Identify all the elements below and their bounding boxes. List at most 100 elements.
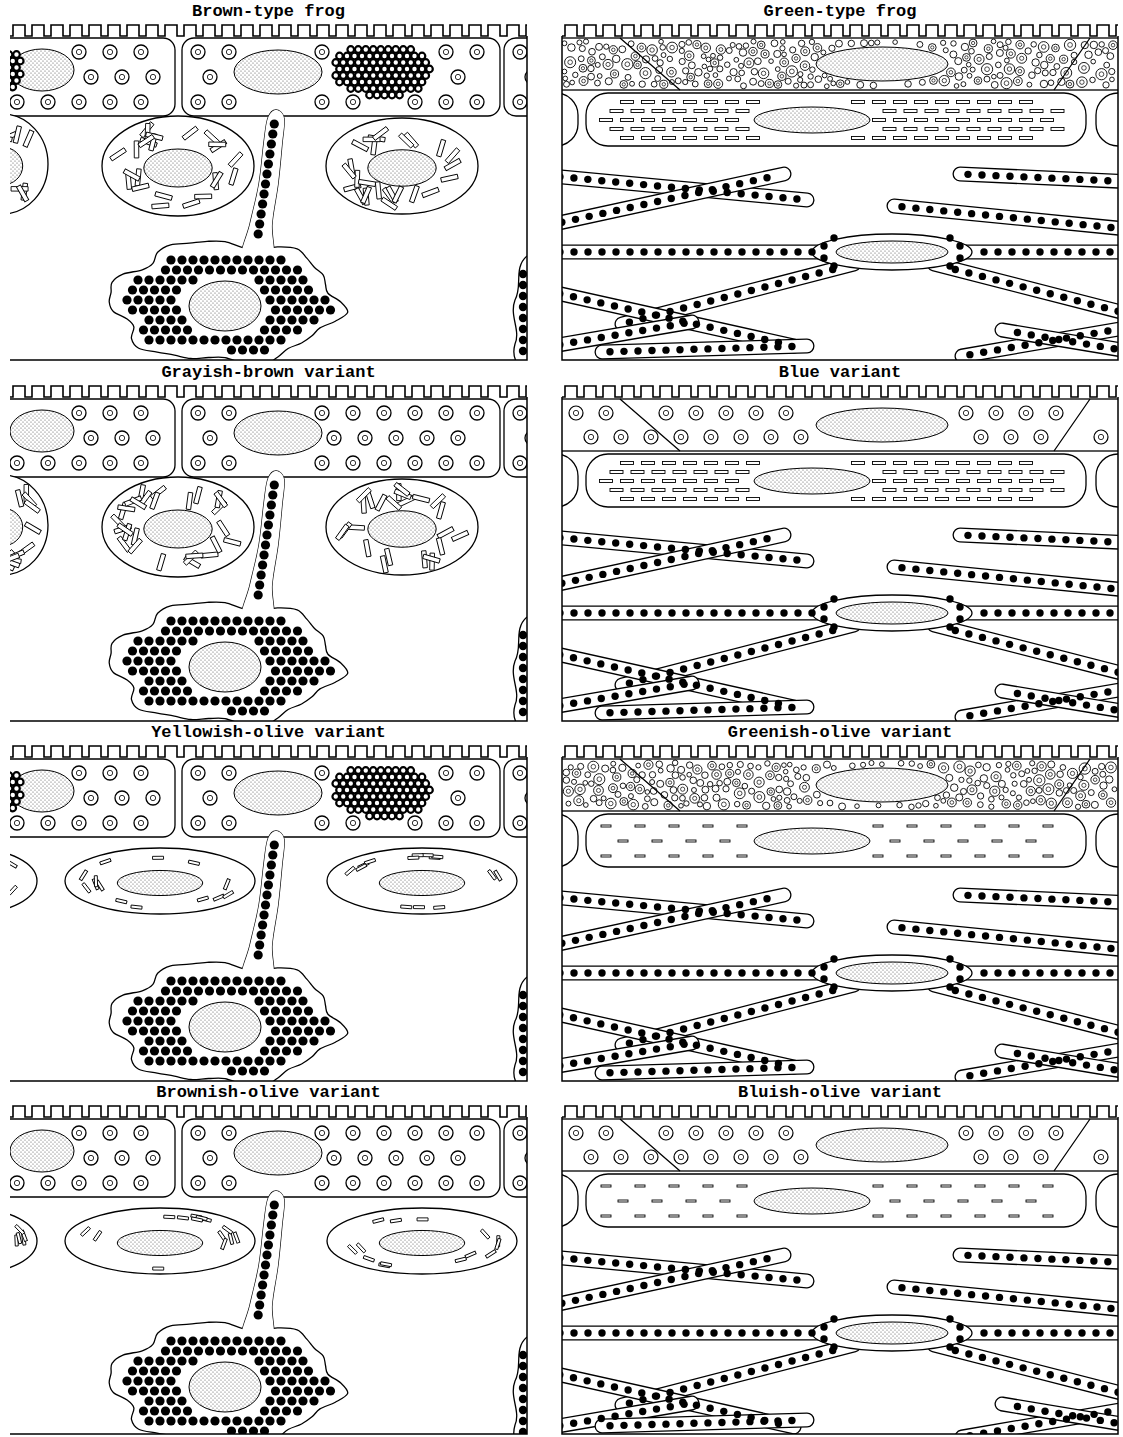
pterinosome-core [1041, 45, 1045, 49]
iridophores [10, 114, 478, 216]
melanosome [585, 574, 592, 581]
iridophores [10, 475, 478, 577]
melanosome [221, 696, 230, 705]
platelet [1030, 489, 1043, 492]
platelet [335, 524, 349, 540]
carotenoid-vesicle [389, 79, 396, 86]
xanthophore [10, 38, 175, 116]
platelet [873, 119, 886, 122]
pterinosome-core [1068, 82, 1071, 85]
pterinosome [870, 82, 876, 88]
process-fill [562, 322, 692, 346]
pterinosomes [10, 766, 527, 830]
carotenoid-vesicle [385, 767, 392, 774]
pterinosome-core [761, 71, 765, 75]
platelet [82, 883, 91, 894]
pterinosome [810, 67, 815, 72]
pterinosome [984, 76, 990, 82]
carotenoid-vesicle [422, 72, 429, 79]
carotenoid-vesicle [400, 46, 407, 53]
melanosome [820, 242, 827, 249]
platelet [883, 471, 896, 474]
melanosome [309, 656, 318, 665]
melanosome [752, 248, 759, 255]
melanosome [611, 331, 618, 338]
pterinosome-core [794, 57, 797, 60]
melanosome [298, 1016, 307, 1025]
melanosome [264, 520, 273, 529]
melanosome [640, 181, 647, 188]
pterinosome [1094, 430, 1108, 444]
melanosome [738, 248, 745, 255]
carotenoid-vesicle [370, 85, 377, 92]
carotenoid-vesicle [404, 66, 411, 73]
pterinosomes [10, 45, 527, 109]
melanosome [221, 335, 230, 344]
pterinosome-core [350, 99, 355, 104]
pterinosome [997, 72, 1003, 78]
pterinosome [688, 62, 695, 69]
pterinosome [72, 456, 86, 470]
carotenoid-vesicle [407, 806, 414, 813]
iridophore [65, 848, 255, 914]
platelet [904, 110, 917, 113]
melanosome [1033, 648, 1040, 655]
pterinosome [1004, 64, 1015, 75]
melanosome [133, 275, 142, 284]
melanosome [258, 560, 267, 569]
platelet [1009, 110, 1022, 113]
melanosome [519, 1035, 527, 1043]
melanosome [926, 206, 933, 213]
pterinosome [875, 40, 880, 45]
pterinosome [644, 430, 658, 444]
melanosome [1014, 690, 1021, 697]
reflecting-platelets [600, 462, 1065, 501]
platelet [925, 110, 938, 113]
melanosome [161, 1026, 170, 1035]
pterinosome [941, 40, 946, 45]
pterinosome-core [776, 83, 779, 86]
melanosome [293, 325, 302, 334]
pterinosome [470, 95, 484, 109]
pterinosome [1085, 51, 1093, 59]
platelet [894, 137, 907, 140]
melanosome [626, 318, 633, 325]
melanosome [326, 666, 335, 675]
platelet [412, 494, 430, 502]
melanosome [774, 704, 781, 711]
melanosome [188, 996, 197, 1005]
carotenoid-vesicle [396, 787, 403, 794]
iridophore [326, 479, 478, 575]
carotenoid-vesicle [415, 59, 422, 66]
pterinosome [191, 456, 205, 470]
melanosome [1006, 280, 1013, 287]
melanosome [994, 609, 1001, 616]
melanosome [627, 565, 634, 572]
melanosome [746, 344, 753, 351]
pterinosome [695, 69, 703, 77]
pterinosome-core [207, 435, 212, 440]
melanosome [249, 986, 258, 995]
melanosome [583, 657, 590, 664]
melanosome [1079, 582, 1086, 589]
melanosome [584, 176, 591, 183]
melanosome [830, 623, 837, 630]
carotenoid-vesicle [392, 806, 399, 813]
pterinosome-core [806, 798, 810, 802]
platelet [852, 101, 865, 104]
melanosome [172, 686, 181, 695]
melanosome [626, 679, 633, 686]
platelet [394, 482, 410, 496]
pterinosome [996, 49, 1003, 56]
melanophore-process [241, 110, 284, 265]
melanosome [227, 626, 236, 635]
melanosome [293, 986, 302, 995]
melanosome [654, 559, 661, 566]
pterinosome [568, 44, 576, 52]
pterinosome [813, 44, 822, 53]
carotenoid-vesicle [370, 793, 377, 800]
melanosome [978, 171, 985, 178]
melanosome [979, 273, 986, 280]
carotenoid-vesicle [377, 780, 384, 787]
platelet [223, 879, 230, 890]
